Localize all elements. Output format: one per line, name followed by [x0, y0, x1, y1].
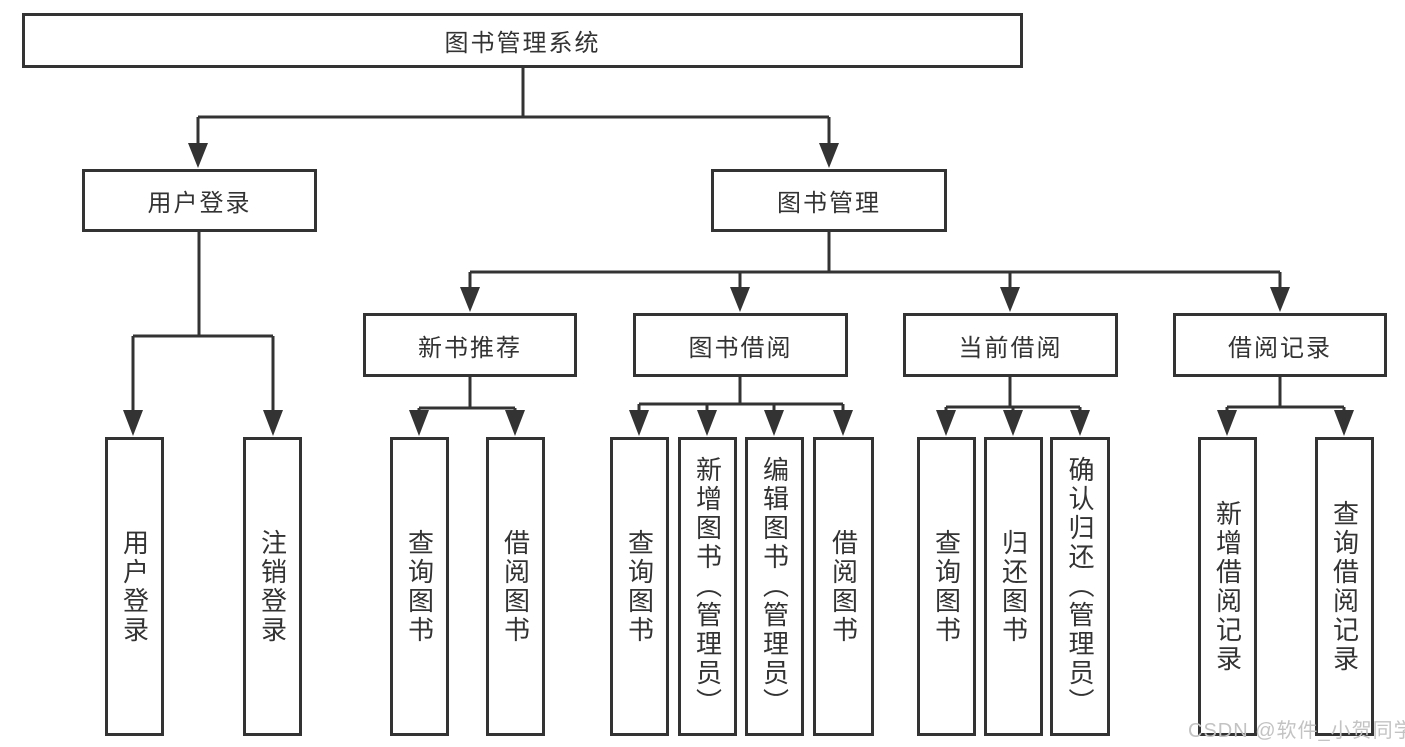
- leaf-logout-label: 注销登录: [257, 528, 288, 645]
- leaf-newbook-borrow-book-label: 借阅图书: [500, 528, 531, 645]
- leaf-edit-book-admin-label: 编辑图书（管理员）: [759, 456, 790, 717]
- leaf-user-login: 用户登录: [105, 437, 164, 736]
- leaf-add-borrow-record-label: 新增借阅记录: [1212, 499, 1243, 674]
- node-user-login: 用户登录: [82, 169, 317, 232]
- node-new-book-recommend: 新书推荐: [363, 313, 577, 377]
- leaf-current-query-book-label: 查询图书: [931, 528, 962, 645]
- leaf-borrow-borrow-book-label: 借阅图书: [828, 528, 859, 645]
- node-book-borrow-label: 图书借阅: [688, 334, 793, 362]
- leaf-borrow-query-book-label: 查询图书: [624, 528, 655, 645]
- node-current-borrow: 当前借阅: [903, 313, 1118, 377]
- node-borrow-record-label: 借阅记录: [1228, 334, 1332, 362]
- arrowheads: [123, 143, 1354, 436]
- leaf-confirm-return-admin: 确认归还（管理员）: [1050, 437, 1110, 736]
- node-user-login-label: 用户登录: [147, 190, 252, 217]
- leaf-confirm-return-admin-label: 确认归还（管理员）: [1065, 456, 1095, 717]
- node-library-system: 图书管理系统: [22, 13, 1023, 68]
- node-book-management-label: 图书管理: [777, 190, 881, 217]
- leaf-current-query-book: 查询图书: [917, 437, 976, 736]
- leaf-add-borrow-record: 新增借阅记录: [1198, 437, 1257, 736]
- node-new-book-recommend-label: 新书推荐: [418, 334, 522, 362]
- leaf-borrow-borrow-book: 借阅图书: [813, 437, 874, 736]
- leaf-add-book-admin: 新增图书（管理员）: [678, 437, 737, 736]
- leaf-return-book: 归还图书: [984, 437, 1043, 736]
- leaf-user-login-label: 用户登录: [119, 528, 150, 645]
- leaf-return-book-label: 归还图书: [998, 528, 1029, 645]
- leaf-newbook-query-book: 查询图书: [390, 437, 449, 736]
- leaf-newbook-borrow-book: 借阅图书: [486, 437, 545, 736]
- leaf-query-borrow-record: 查询借阅记录: [1315, 437, 1374, 736]
- node-book-borrow: 图书借阅: [633, 313, 848, 377]
- node-borrow-record: 借阅记录: [1173, 313, 1387, 377]
- leaf-add-book-admin-label: 新增图书（管理员）: [692, 456, 723, 717]
- leaf-edit-book-admin: 编辑图书（管理员）: [745, 437, 804, 736]
- connector-lines: [131, 68, 1346, 414]
- node-library-system-label: 图书管理系统: [444, 30, 601, 57]
- leaf-query-borrow-record-label: 查询借阅记录: [1329, 499, 1360, 674]
- leaf-logout: 注销登录: [243, 437, 302, 736]
- leaf-newbook-query-book-label: 查询图书: [404, 528, 435, 645]
- node-book-management: 图书管理: [711, 169, 947, 232]
- node-current-borrow-label: 当前借阅: [958, 334, 1063, 362]
- csdn-watermark: CSDN @软件_小贺同学: [1188, 720, 1405, 742]
- leaf-borrow-query-book: 查询图书: [610, 437, 669, 736]
